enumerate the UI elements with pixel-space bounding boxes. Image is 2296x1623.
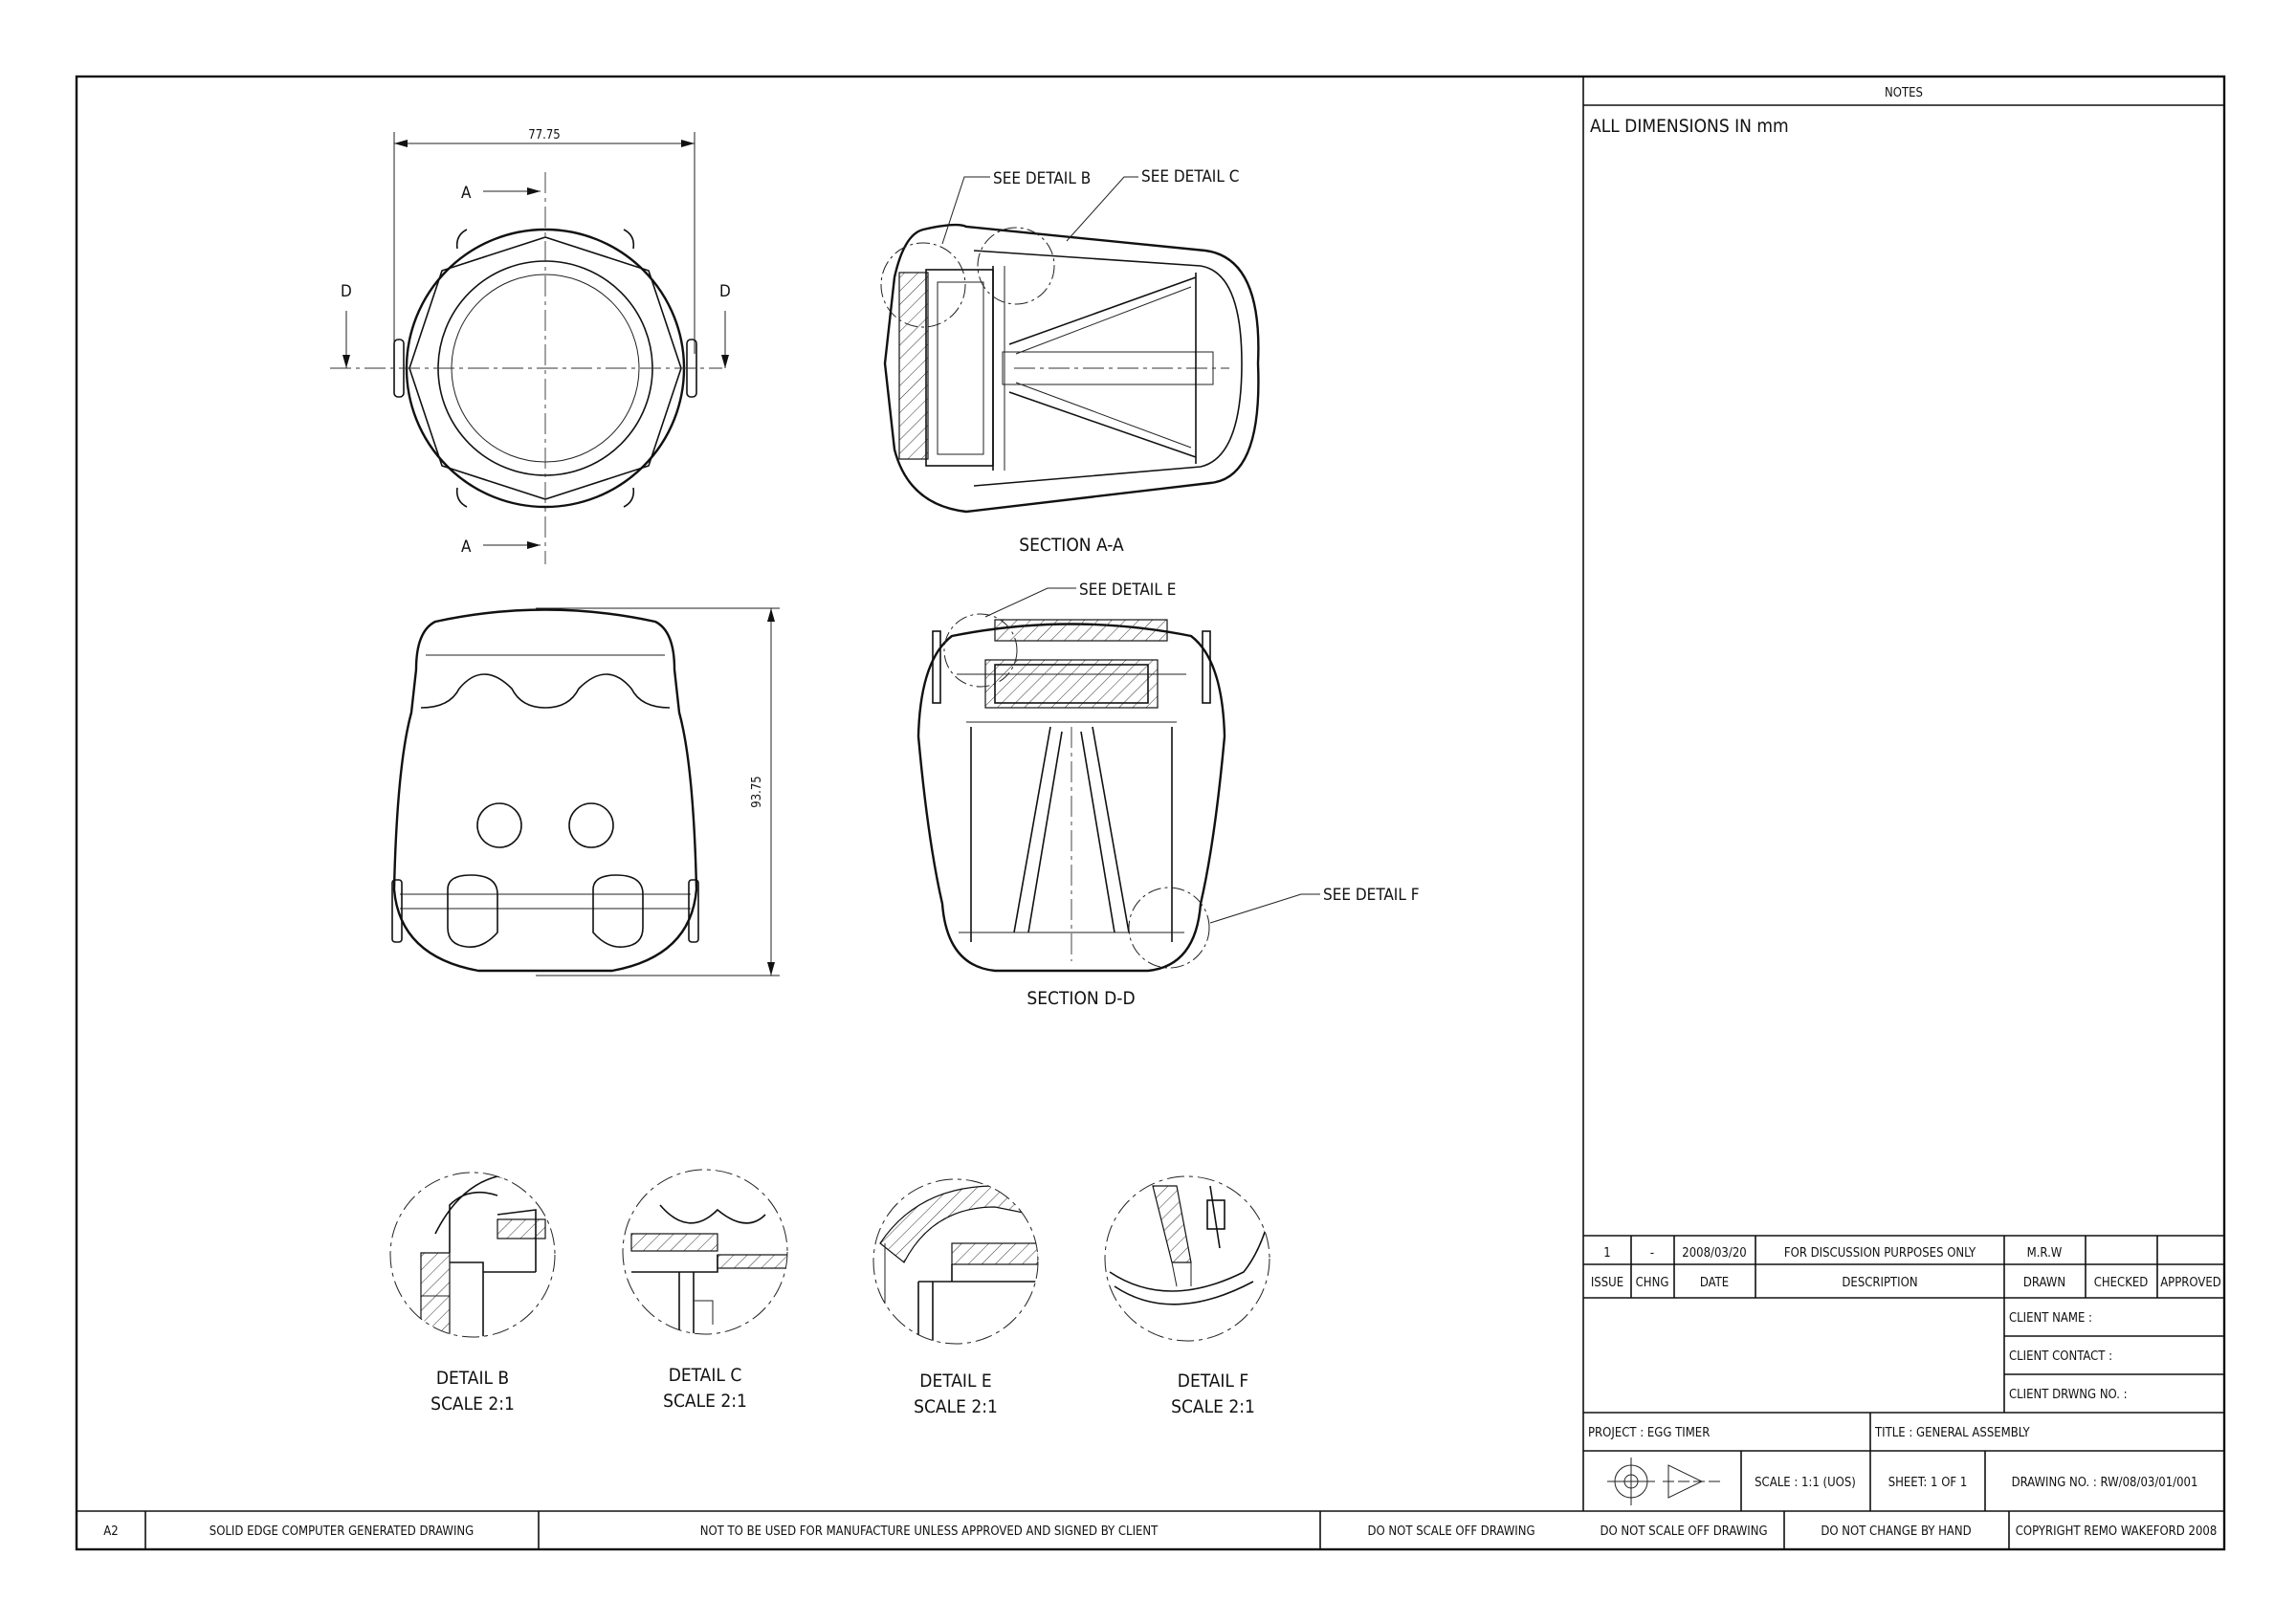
hdr-drawn: DRAWN xyxy=(2023,1276,2065,1290)
dimension-height: 93.75 xyxy=(750,776,764,807)
footer-warning: NOT TO BE USED FOR MANUFACTURE UNLESS AP… xyxy=(700,1524,1159,1539)
detail-labels: DETAIL B SCALE 2:1 DETAIL C SCALE 2:1 DE… xyxy=(430,1365,1255,1417)
dimension-width: 77.75 xyxy=(528,128,560,143)
footer-no-scale-2: DO NOT SCALE OFF DRAWING xyxy=(1600,1524,1767,1539)
detail-e-label: DETAIL E xyxy=(919,1371,991,1392)
rev-date: 2008/03/20 xyxy=(1682,1246,1746,1261)
section-dd-label: SECTION D-D xyxy=(1027,988,1135,1009)
rev-issue: 1 xyxy=(1603,1246,1610,1261)
scale-value: SCALE : 1:1 (UOS) xyxy=(1755,1476,1856,1490)
detail-f-label: DETAIL F xyxy=(1178,1371,1248,1392)
footer-strip: A2 SOLID EDGE COMPUTER GENERATED DRAWING… xyxy=(103,1511,2217,1549)
sheet-number: SHEET: 1 OF 1 xyxy=(1888,1476,1968,1490)
client-contact: CLIENT CONTACT : xyxy=(2009,1349,2112,1364)
callout-detail-c: SEE DETAIL C xyxy=(1141,167,1239,186)
footer-no-scale-1: DO NOT SCALE OFF DRAWING xyxy=(1367,1524,1534,1539)
sheet-border xyxy=(75,75,2226,1551)
callout-detail-f: SEE DETAIL F xyxy=(1323,886,1420,905)
section-mark-a-bottom: A xyxy=(461,537,472,557)
client-name: CLIENT NAME : xyxy=(2009,1311,2092,1326)
notes-panel: NOTES ALL DIMENSIONS IN mm xyxy=(1583,86,2224,137)
detail-b-scale: SCALE 2:1 xyxy=(430,1393,515,1415)
detail-c-label: DETAIL C xyxy=(669,1365,742,1386)
notes-header: NOTES xyxy=(1885,86,1923,100)
section-mark-a-top: A xyxy=(461,184,472,203)
hdr-description: DESCRIPTION xyxy=(1842,1276,1917,1290)
rev-chng: - xyxy=(1650,1246,1654,1261)
notes-line-1: ALL DIMENSIONS IN mm xyxy=(1590,116,1789,137)
section-mark-d-left: D xyxy=(341,282,352,301)
section-aa-label: SECTION A-A xyxy=(1019,535,1124,556)
footer-software: SOLID EDGE COMPUTER GENERATED DRAWING xyxy=(210,1524,474,1539)
callout-detail-b: SEE DETAIL B xyxy=(993,169,1091,188)
title-block: 1 - 2008/03/20 FOR DISCUSSION PURPOSES O… xyxy=(1583,1235,2224,1511)
client-drwg-no: CLIENT DRWNG NO. : xyxy=(2009,1388,2128,1402)
detail-e xyxy=(872,1178,1039,1345)
callout-detail-e: SEE DETAIL E xyxy=(1079,581,1176,600)
detail-c xyxy=(622,1169,788,1335)
rev-description: FOR DISCUSSION PURPOSES ONLY xyxy=(1784,1246,1976,1261)
section-aa-view: SEE DETAIL B SEE DETAIL C SECTION A-A xyxy=(880,167,1260,556)
detail-b-label: DETAIL B xyxy=(436,1368,509,1389)
detail-c-scale: SCALE 2:1 xyxy=(663,1391,747,1412)
top-view: 77.75 A A D D xyxy=(330,128,731,564)
projection-symbol-icon xyxy=(1607,1458,1722,1505)
front-elevation: 93.75 xyxy=(391,607,780,976)
drawing-number: DRAWING NO. : RW/08/03/01/001 xyxy=(2012,1476,2198,1490)
drawing-title: TITLE : GENERAL ASSEMBLY xyxy=(1874,1426,2031,1440)
hdr-checked: CHECKED xyxy=(2094,1276,2149,1290)
footer-copyright: COPYRIGHT REMO WAKEFORD 2008 xyxy=(2016,1524,2218,1539)
hdr-date: DATE xyxy=(1700,1276,1729,1290)
detail-f-scale: SCALE 2:1 xyxy=(1171,1396,1255,1417)
hdr-approved: APPROVED xyxy=(2160,1276,2221,1290)
detail-f xyxy=(1104,1175,1270,1342)
hdr-chng: CHNG xyxy=(1636,1276,1669,1290)
section-mark-d-right: D xyxy=(719,282,731,301)
hdr-issue: ISSUE xyxy=(1591,1276,1623,1290)
project-name: PROJECT : EGG TIMER xyxy=(1588,1426,1710,1440)
section-dd-view: SEE DETAIL E SEE DETAIL F SECTION D-D xyxy=(916,581,1420,1009)
detail-e-scale: SCALE 2:1 xyxy=(914,1396,998,1417)
footer-size: A2 xyxy=(103,1524,118,1539)
footer-no-hand: DO NOT CHANGE BY HAND xyxy=(1821,1524,1971,1539)
detail-b xyxy=(389,1172,556,1338)
rev-drawn: M.R.W xyxy=(2027,1246,2063,1261)
